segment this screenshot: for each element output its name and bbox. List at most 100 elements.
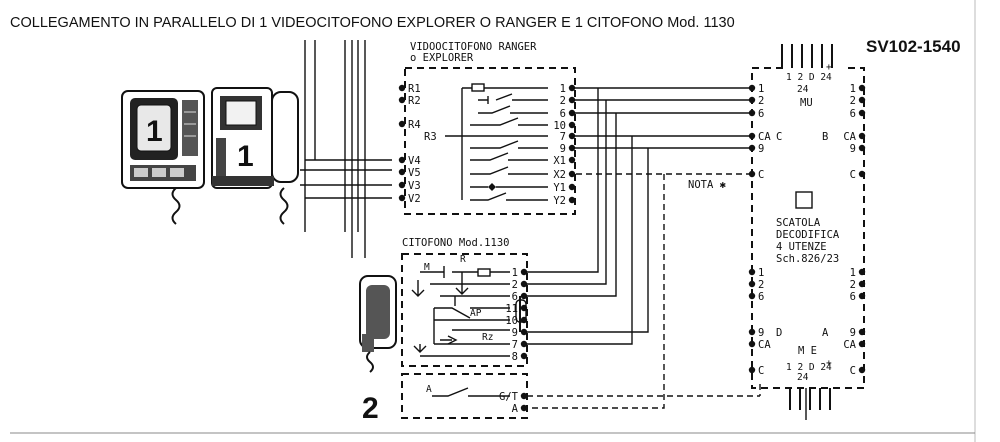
mu-bus-label: 1 2 D 24 <box>786 72 832 83</box>
video-left-v5-label: V5 <box>408 167 421 179</box>
dec-top-left-2-label: 2 <box>758 95 764 107</box>
video-left-r4-dot <box>398 120 406 128</box>
dec-top-right-1-label: 1 <box>850 83 856 95</box>
dec-top-left-9-label: 9 <box>758 143 764 155</box>
video-left-r3-label: R3 <box>424 131 437 143</box>
video-left-r1-dot <box>398 84 406 92</box>
dec-top-right-1-dot <box>858 84 866 92</box>
video-right-x2-label: X2 <box>553 169 566 181</box>
dec-bot-left-9-label: 9 <box>758 327 764 339</box>
dec-bot-left-1-label: 1 <box>758 267 764 279</box>
video-unit-title-1: VIDOOCITOFONO RANGER <box>410 41 537 53</box>
video-monitor-small: 1 <box>121 90 205 225</box>
me-bus-plus: + <box>826 358 832 369</box>
dec-bot-left-ca-label: CA <box>758 339 771 351</box>
dec-bot-right-6-dot <box>858 292 866 300</box>
video-right-7-label: 7 <box>560 131 566 143</box>
interphone-10-label: 10 <box>505 315 518 327</box>
decoder-label-3: 4 UTENZE <box>776 241 827 253</box>
dec-bot-right-ca-dot <box>858 340 866 348</box>
interphone-9-label: 9 <box>512 327 518 339</box>
dec-top-left-6-label: 6 <box>758 108 764 120</box>
dec-bot-right-9-dot <box>858 328 866 336</box>
dec-bot-right-2-dot <box>858 280 866 288</box>
video-right-x1-label: X1 <box>553 155 566 167</box>
dec-bot-right-1-dot <box>858 268 866 276</box>
video-right-y1-dot <box>568 183 576 191</box>
interphone-7-dot <box>520 340 528 348</box>
dec-bot-right-c-dot <box>858 366 866 374</box>
video-right-x1-dot <box>568 156 576 164</box>
connection-wires <box>527 87 761 409</box>
dec-bot-left-2-label: 2 <box>758 279 764 291</box>
label-r: R <box>460 254 466 265</box>
dec-top-right-c-dot <box>858 170 866 178</box>
label-m: M <box>424 262 430 273</box>
decoder-label-4: Sch.826/23 <box>776 253 839 265</box>
dec-bot-left-c-dot <box>748 366 756 374</box>
video-right-2-label: 2 <box>560 95 566 107</box>
dec-bot-right-c-label: C <box>850 365 856 377</box>
block-a-letter: A <box>822 327 829 339</box>
video-right-x2-dot <box>568 170 576 178</box>
dec-top-right-2-dot <box>858 96 866 104</box>
video-left-r1-label: R1 <box>408 83 421 95</box>
decoder-label-2: DECODIFICA <box>776 229 840 241</box>
dec-bot-left-6-label: 6 <box>758 291 764 303</box>
dec-top-right-ca-dot <box>858 132 866 140</box>
video-right-y1-label: Y1 <box>553 182 566 194</box>
dec-bot-left-9-dot <box>748 328 756 336</box>
video-right-10-dot <box>568 121 576 129</box>
dec-top-right-c-label: C <box>850 169 856 181</box>
dec-top-left-1-label: 1 <box>758 83 764 95</box>
interphone-1-dot <box>520 268 528 276</box>
dec-bot-right-9-label: 9 <box>850 327 856 339</box>
diagram-title: COLLEGAMENTO IN PARALLELO DI 1 VIDEOCITO… <box>10 15 735 31</box>
dec-top-right-ca-label: CA <box>843 131 856 143</box>
interphone-6-dot <box>520 292 528 300</box>
video-monitor-large: 1 <box>211 87 299 225</box>
block-d-letter: D <box>776 327 782 339</box>
interphone-7-label: 7 <box>512 339 518 351</box>
label-ap: AP <box>470 308 482 319</box>
diagram-code: SV102-1540 <box>866 37 961 56</box>
dec-top-right-6-dot <box>858 109 866 117</box>
interphone-6-label: 6 <box>512 291 518 303</box>
video-right-10-label: 10 <box>553 120 566 132</box>
video-left-v3-label: V3 <box>408 180 421 192</box>
label-a: A <box>426 384 432 395</box>
dec-bot-left-ca-dot <box>748 340 756 348</box>
interphone-8-label: 8 <box>512 351 518 363</box>
video-left-v2-dot <box>398 194 406 202</box>
video-left-v4-label: V4 <box>408 155 421 167</box>
dec-bot-right-6-label: 6 <box>850 291 856 303</box>
interphone-2-label: 2 <box>512 279 518 291</box>
interphone-1-label: 1 <box>512 267 518 279</box>
video-left-v2-label: V2 <box>408 193 421 205</box>
interphone-11-label: 11 <box>505 303 518 315</box>
monitor-large-number: 1 <box>237 140 254 173</box>
dec-bot-left-c-label: C <box>758 365 764 377</box>
interphone-9-dot <box>520 328 528 336</box>
block-b-letter: B <box>822 131 828 143</box>
video-right-y2-label: Y2 <box>553 195 566 207</box>
dec-top-left-c-label: C <box>758 169 764 181</box>
video-left-r2-label: R2 <box>408 95 421 107</box>
dec-top-right-6-label: 6 <box>850 108 856 120</box>
video-left-v5-dot <box>398 168 406 176</box>
dec-top-right-9-dot <box>858 144 866 152</box>
dec-top-right-9-label: 9 <box>850 143 856 155</box>
dec-bot-right-2-label: 2 <box>850 279 856 291</box>
decoder-label-1: SCATOLA <box>776 217 821 229</box>
interphone-2-dot <box>520 280 528 288</box>
video-left-v4-dot <box>398 156 406 164</box>
dec-bot-left-6-dot <box>748 292 756 300</box>
interphone-8-dot <box>520 352 528 360</box>
mu-bus-plus: + <box>826 62 832 73</box>
decoder-box: 1 2 D 24 24 + MU C B SCATOLA DECODIFICA … <box>748 44 866 420</box>
video-right-9-label: 9 <box>560 143 566 155</box>
interphone-g-t-label: G/T <box>499 391 519 403</box>
dec-top-right-2-label: 2 <box>850 95 856 107</box>
